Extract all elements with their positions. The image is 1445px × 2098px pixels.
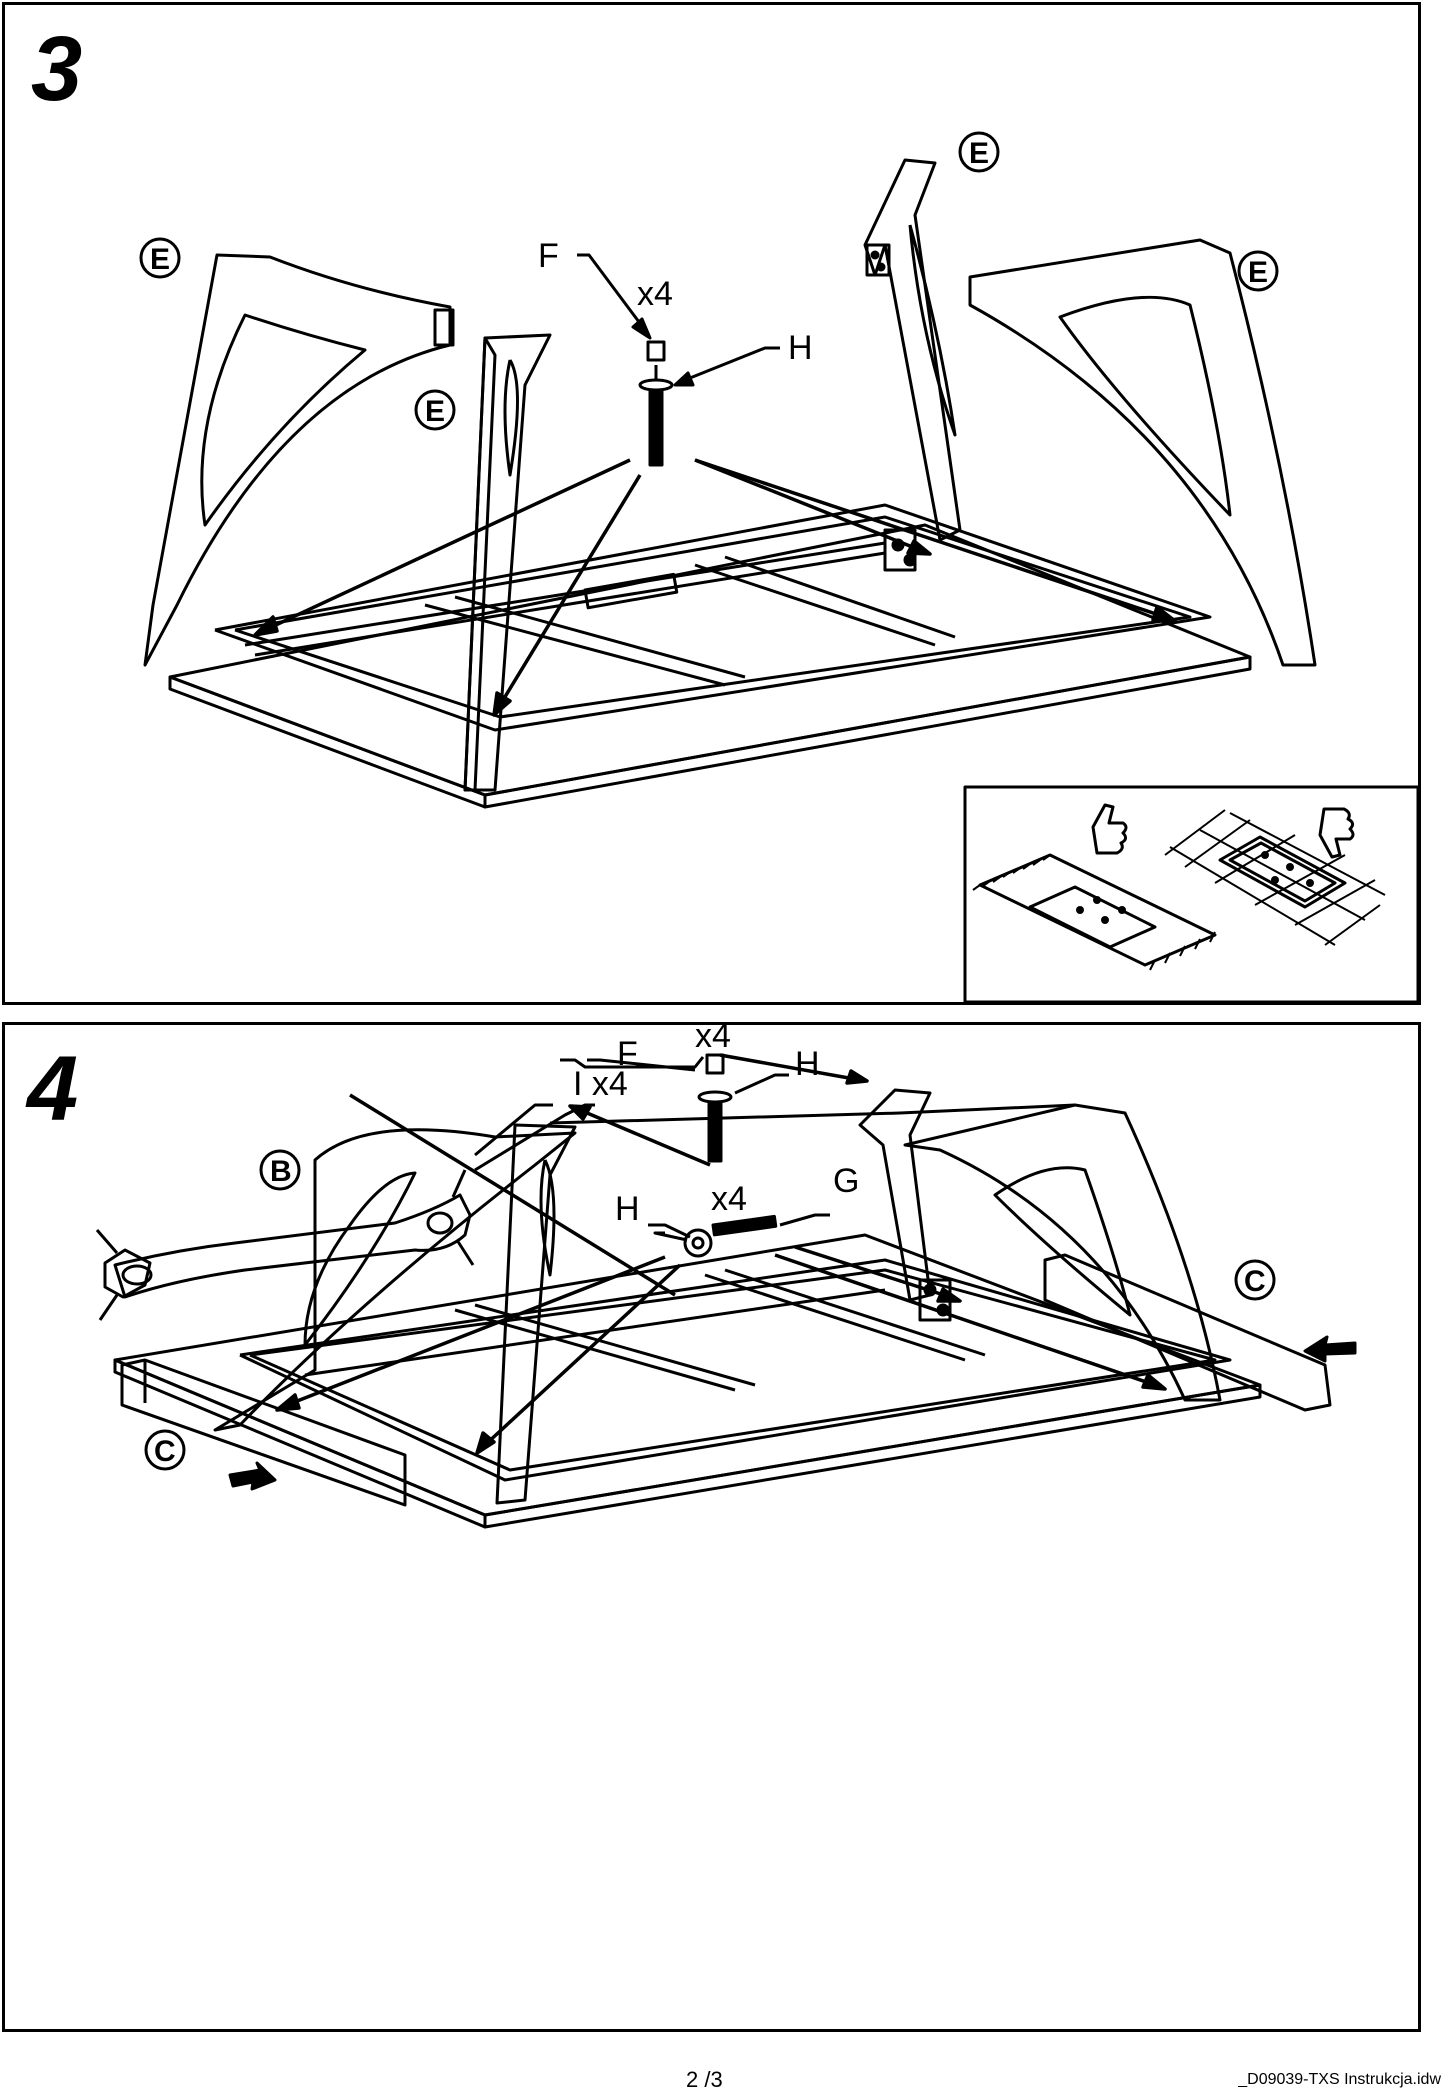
- leg-left-wing: [213, 1128, 577, 1432]
- step-4-illustration: I x4 F x4 H H x4 G B C C: [95, 1025, 1357, 1529]
- assembly-arrows: [253, 458, 1177, 717]
- bolt-f-with-washer-h: [697, 1053, 733, 1163]
- part-marker-c: C: [144, 1429, 186, 1471]
- leader-i: [474, 1103, 553, 1157]
- assembly-arrows: [275, 1053, 1167, 1455]
- label-g: G: [833, 1162, 859, 1200]
- part-marker-e: E: [414, 389, 456, 431]
- push-arrow: [228, 1461, 277, 1491]
- step-4-panel: 4: [2, 1022, 1421, 2032]
- leg-e-left: [143, 253, 455, 667]
- push-arrow: [1303, 1335, 1357, 1363]
- thumbs-up-icon: [1091, 803, 1128, 855]
- part-marker-e: E: [958, 131, 1000, 173]
- step-3-illustration: F x4 H E E E E: [139, 131, 1418, 1002]
- leg-front: [495, 1123, 577, 1505]
- svg-text:B: B: [270, 1155, 292, 1188]
- svg-text:E: E: [150, 243, 170, 276]
- part-marker-e: E: [1237, 250, 1279, 292]
- leg-e-front: [463, 333, 552, 792]
- apron-edge: [549, 1103, 1076, 1125]
- part-marker-c: C: [1234, 1259, 1276, 1301]
- page-number: 2 /3: [686, 2067, 723, 2092]
- label-h-1: H: [795, 1045, 820, 1083]
- thumbs-down-icon: [1318, 807, 1355, 859]
- label-qty: x4: [637, 275, 673, 313]
- svg-text:E: E: [1248, 256, 1268, 289]
- leg-e-right: [968, 238, 1317, 667]
- step-number: 3: [31, 18, 83, 120]
- label-i: I x4: [573, 1065, 628, 1103]
- bolt-g-with-washer-h: [683, 1214, 778, 1258]
- cross-brace-b: [95, 1169, 475, 1321]
- label-f: F: [617, 1035, 638, 1073]
- part-marker-e: E: [139, 237, 181, 279]
- label-h: H: [788, 329, 813, 367]
- surface-inset: [963, 785, 1418, 1002]
- label-h-2: H: [615, 1190, 640, 1228]
- svg-text:C: C: [154, 1435, 176, 1468]
- leg-right-wing: [903, 1103, 1222, 1402]
- label-qty-1: x4: [695, 1025, 731, 1055]
- table-top: [168, 503, 1252, 809]
- step-number: 4: [27, 1038, 79, 1140]
- label-qty-2: x4: [711, 1180, 747, 1218]
- rail-c-left: [120, 1358, 407, 1507]
- step-3-panel: 3: [2, 2, 1421, 1005]
- part-marker-b: B: [259, 1149, 301, 1191]
- rail-c-right: [1043, 1253, 1332, 1412]
- leg-e-back: [863, 158, 962, 542]
- label-f: F: [538, 237, 559, 275]
- svg-text:C: C: [1244, 1265, 1266, 1298]
- bolt-f-with-washer-h: [638, 340, 674, 467]
- leader-lines: [577, 253, 780, 387]
- svg-text:E: E: [425, 395, 445, 428]
- leader-lines: [474, 1056, 830, 1242]
- svg-text:E: E: [969, 137, 989, 170]
- file-name: _D09039-TXS Instrukcja.idw: [1238, 2071, 1441, 2088]
